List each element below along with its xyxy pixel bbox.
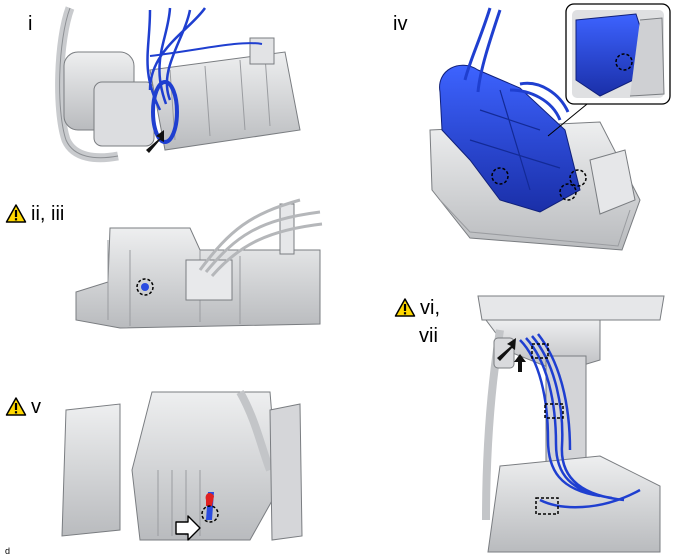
- panel-vi-arrow-left: [497, 338, 516, 361]
- step-label-ii-iii: ii, iii: [31, 203, 65, 225]
- step-label-vii: vii: [419, 325, 438, 347]
- panel-v-illustration: [61, 390, 303, 541]
- caution-icon: [5, 397, 27, 416]
- caution-icon: [5, 204, 27, 223]
- caution-icon: [394, 298, 416, 317]
- step-label-v: v: [31, 396, 41, 418]
- panel-vi-vii-illustration: [477, 295, 665, 553]
- figure-code: d: [5, 546, 11, 556]
- step-label-iv: iv: [393, 13, 408, 35]
- panel-i-arrow: [146, 130, 164, 153]
- panel-i-illustration: [55, 6, 301, 163]
- step-label-vi: vi,: [420, 297, 440, 319]
- panel-v-arrow: [175, 515, 201, 541]
- panel-iv-illustration: [429, 3, 671, 251]
- panel-ii-iii-illustration: [75, 198, 323, 329]
- panel-vi-arrow-up: [514, 354, 526, 372]
- step-label-i: i: [28, 13, 33, 35]
